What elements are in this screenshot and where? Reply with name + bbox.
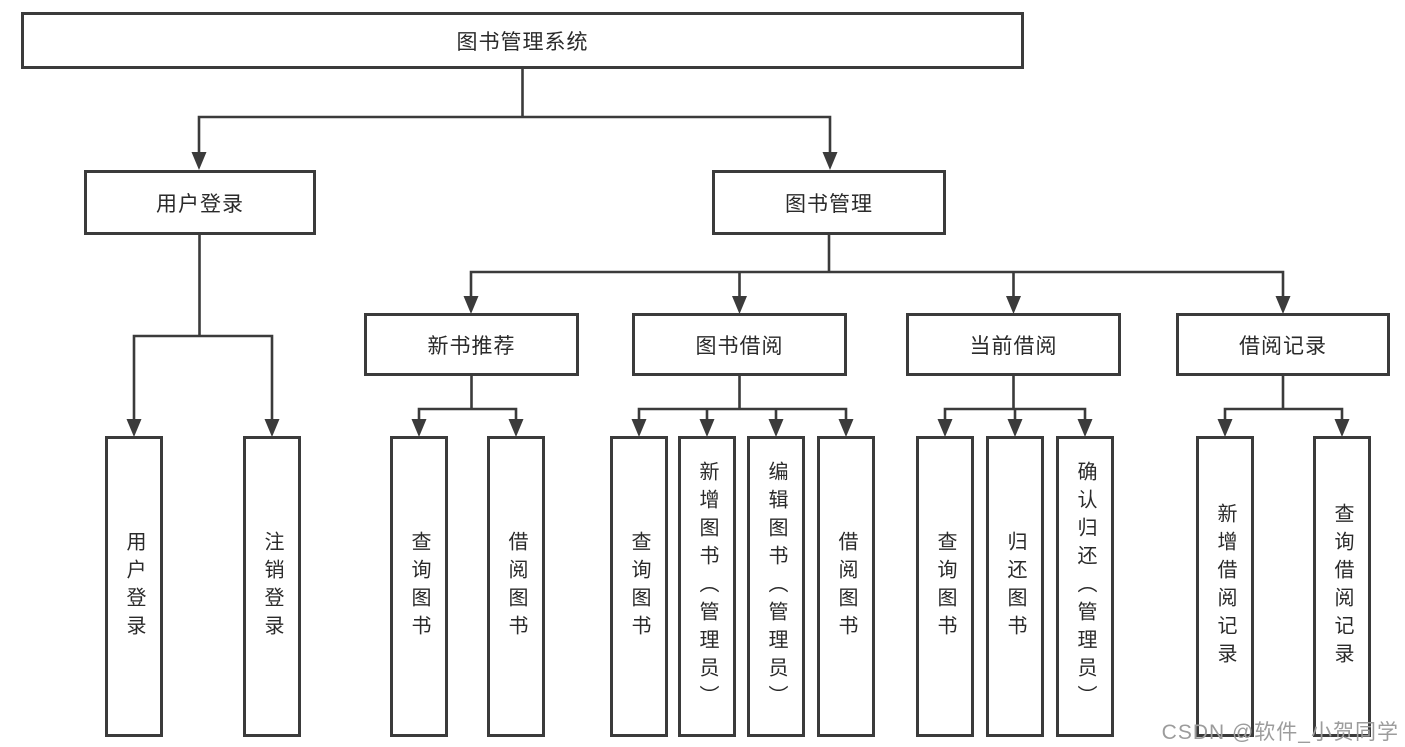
arrowhead [463, 296, 479, 314]
node-book-management: 图书管理 [712, 170, 946, 235]
leaf-query-books-recommend: 查询图书 [390, 436, 448, 737]
node-user-login: 用户登录 [84, 170, 316, 235]
leaf-query-borrow-record-label: 查询借阅记录 [1331, 502, 1353, 671]
arrowhead [768, 419, 784, 437]
leaf-return-books-label: 归还图书 [1004, 530, 1026, 643]
arrowhead [411, 419, 427, 437]
leaf-edit-books-admin-label: 编辑图书（管理员） [765, 460, 787, 713]
arrowhead [126, 419, 142, 437]
csdn-watermark: CSDN @软件_小贺同学 [1161, 721, 1399, 744]
arrowhead [1334, 419, 1350, 437]
leaf-borrow-books-recommend-label: 借阅图书 [505, 530, 527, 643]
leaf-confirm-return-admin: 确认归还（管理员） [1056, 436, 1114, 737]
leaf-logout: 注销登录 [243, 436, 301, 737]
leaf-add-books-admin: 新增图书（管理员） [678, 436, 736, 737]
arrowhead [191, 152, 207, 170]
leaf-add-borrow-record-label: 新增借阅记录 [1214, 502, 1236, 671]
arrowhead [1275, 296, 1291, 314]
leaf-borrow-books-recommend: 借阅图书 [487, 436, 545, 737]
leaf-borrow-books: 借阅图书 [817, 436, 875, 737]
arrowhead [1007, 419, 1023, 437]
leaf-add-borrow-record: 新增借阅记录 [1196, 436, 1254, 737]
arrowhead [508, 419, 524, 437]
leaf-borrow-books-label: 借阅图书 [835, 530, 857, 643]
leaf-query-borrow-record: 查询借阅记录 [1313, 436, 1371, 737]
arrowhead [1006, 296, 1021, 314]
leaf-query-books-current: 查询图书 [916, 436, 974, 737]
node-book-borrowing: 图书借阅 [632, 313, 847, 376]
leaf-query-books-recommend-label: 查询图书 [408, 530, 430, 643]
leaf-user-login-label: 用户登录 [123, 530, 145, 643]
arrowhead [699, 419, 715, 437]
node-borrowing-records: 借阅记录 [1176, 313, 1390, 376]
leaf-add-books-admin-label: 新增图书（管理员） [696, 460, 718, 713]
arrowhead [732, 296, 747, 314]
arrowhead [1217, 419, 1233, 437]
arrowhead [631, 419, 647, 437]
arrowhead [838, 419, 854, 437]
node-current-borrowing: 当前借阅 [906, 313, 1121, 376]
arrowhead [937, 419, 953, 437]
tree-edges [132, 69, 1344, 421]
leaf-user-login: 用户登录 [105, 436, 163, 737]
leaf-confirm-return-admin-label: 确认归还（管理员） [1074, 460, 1096, 713]
arrowhead [1077, 419, 1093, 437]
node-new-book-recommend: 新书推荐 [364, 313, 579, 376]
arrowhead [822, 152, 838, 170]
node-root-system: 图书管理系统 [21, 12, 1024, 69]
leaf-return-books: 归还图书 [986, 436, 1044, 737]
leaf-query-books-current-label: 查询图书 [934, 530, 956, 643]
leaf-query-books-borrowing: 查询图书 [610, 436, 668, 737]
leaf-logout-label: 注销登录 [261, 530, 283, 643]
leaf-query-books-borrowing-label: 查询图书 [628, 530, 650, 643]
leaf-edit-books-admin: 编辑图书（管理员） [747, 436, 805, 737]
arrowhead [264, 419, 280, 437]
